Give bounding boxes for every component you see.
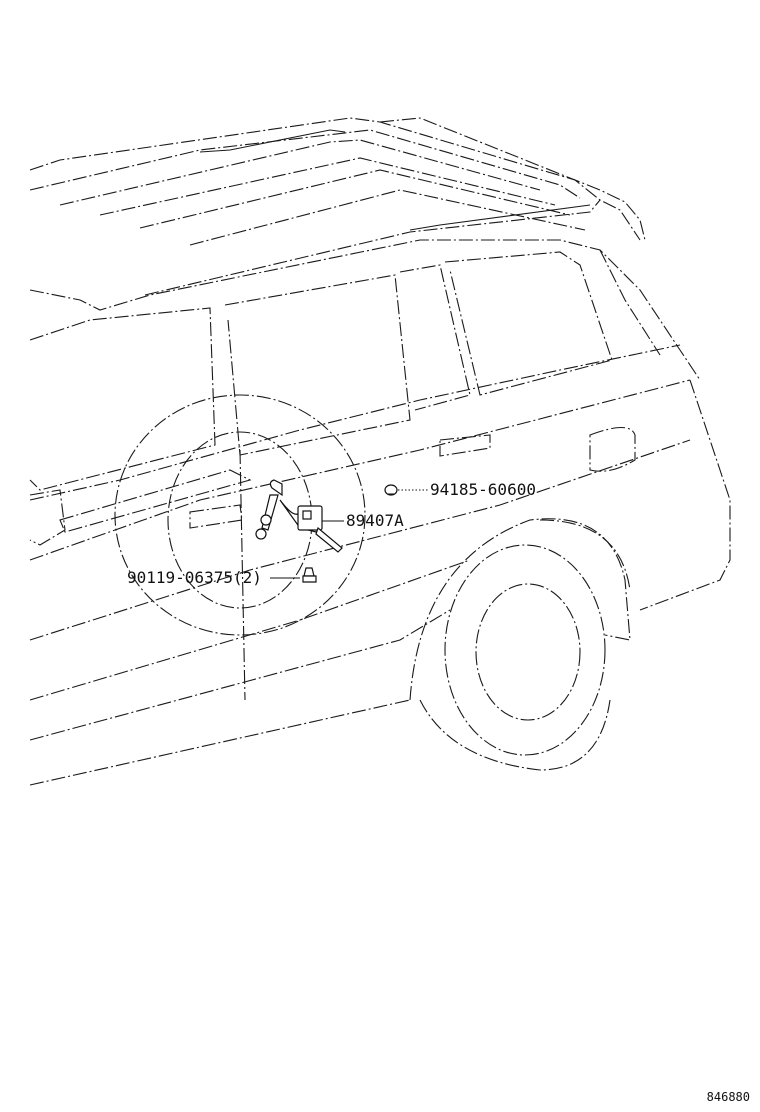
illustration-number: 846880 <box>706 1090 750 1104</box>
roof-outline <box>29 117 646 296</box>
clip-part <box>384 484 398 496</box>
bolt-part-number: 90119-06375(2) <box>127 568 262 587</box>
body-windows <box>29 239 701 561</box>
sensor-part-number: 89407A <box>346 511 404 530</box>
rear-wheel <box>409 518 631 771</box>
body-lower <box>29 379 731 786</box>
clip-part-number: 94185-60600 <box>430 480 536 499</box>
height-control-sensor <box>255 479 343 583</box>
front-wheel <box>114 394 366 636</box>
leader-lines <box>270 489 428 579</box>
